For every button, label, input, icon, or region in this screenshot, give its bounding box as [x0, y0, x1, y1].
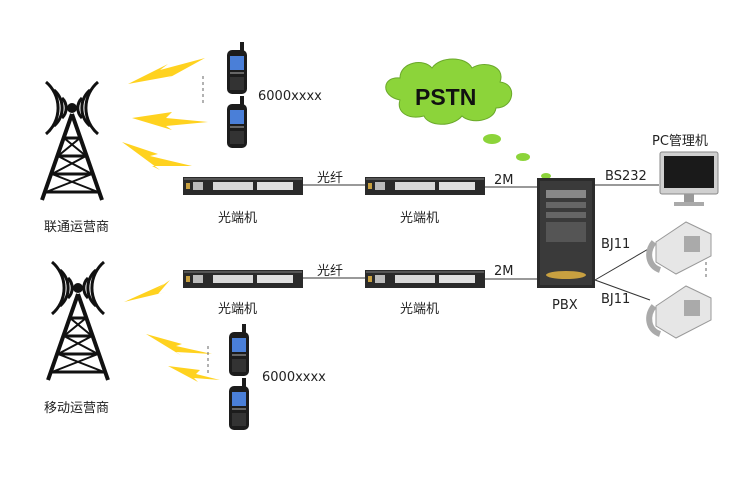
- extension-label-top: BJ11: [601, 237, 631, 252]
- fiber-label-bottom: 光纤: [317, 264, 344, 279]
- optical-terminal-icon: [365, 177, 485, 195]
- e1-label-top: 2M: [494, 173, 514, 188]
- optical-terminal-icon: [183, 270, 303, 288]
- mobile-phone-icon: [227, 42, 247, 94]
- lightning-icon-3: [122, 142, 192, 170]
- mobile-carrier-label: 移动运营商: [44, 401, 110, 416]
- mobile-phone-icon: [229, 324, 249, 376]
- pc-monitor-icon: [659, 151, 719, 206]
- lightning-icon-5: [146, 334, 212, 356]
- pbx-cabinet-icon: [537, 178, 595, 288]
- e1-label-bottom: 2M: [494, 264, 514, 279]
- optical-terminal-label: 光端机: [400, 302, 440, 317]
- pbx-label: PBX: [552, 298, 578, 313]
- unicom-tower-icon: [40, 80, 104, 202]
- lightning-icon-1: [128, 58, 205, 84]
- unicom-carrier-label: 联通运营商: [44, 220, 110, 235]
- mobile-tower-icon: [46, 260, 110, 382]
- mobile-phone-icon: [227, 96, 247, 148]
- lightning-icons: [122, 58, 220, 382]
- lightning-icon-4: [124, 280, 170, 302]
- extension-label-bottom: BJ11: [601, 292, 631, 307]
- desk-phone-icon: [649, 222, 711, 274]
- optical-terminal-label: 光端机: [218, 211, 258, 226]
- serial-label: BS232: [605, 169, 647, 184]
- fiber-label-top: 光纤: [317, 171, 344, 186]
- phone-number-top: 6000xxxx: [258, 89, 322, 104]
- optical-terminal-icon: [183, 177, 303, 195]
- optical-terminal-label: 光端机: [400, 211, 440, 226]
- pstn-label: PSTN: [415, 84, 477, 110]
- lightning-icon-6: [168, 366, 220, 382]
- optical-terminal-icon: [365, 270, 485, 288]
- lightning-icon-2: [132, 112, 208, 130]
- pc-label: PC管理机: [652, 134, 708, 149]
- connection-lines: [303, 184, 659, 301]
- mobile-phone-icon: [229, 378, 249, 430]
- pstn-cloud-icon: [385, 58, 551, 179]
- optical-terminal-label: 光端机: [218, 302, 258, 317]
- desk-phone-icon: [649, 286, 711, 338]
- phone-number-bottom: 6000xxxx: [262, 370, 326, 385]
